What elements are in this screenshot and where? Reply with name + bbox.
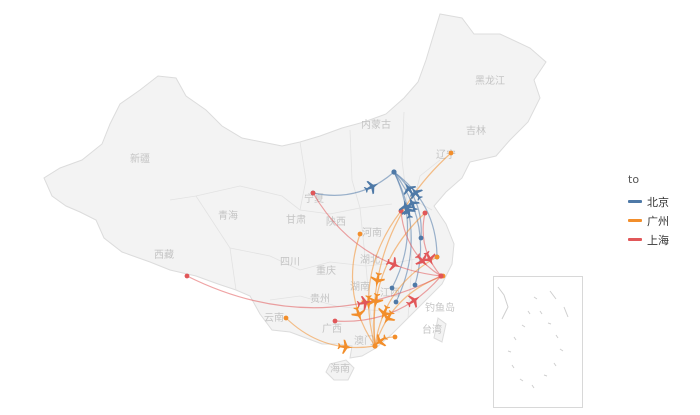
south-china-sea-islands [497,286,569,389]
province-label: 吉林 [466,124,486,137]
plane-icon [374,333,389,347]
flow-source-point [392,334,398,340]
plane-icon [398,200,413,216]
flow-source-point [434,254,440,260]
province-label: 云南 [264,311,284,324]
flow-target-point [372,343,378,349]
flow-source-point [283,315,289,321]
flow-line [312,192,442,277]
legend-swatch-guangzhou [628,219,642,222]
legend-item-beijing[interactable]: 北京 [628,192,669,211]
flow-line [373,212,426,347]
province-label: 四川 [280,257,300,268]
legend-swatch-shanghai [628,238,642,241]
plane-icon [378,304,392,320]
province-label: 台湾 [422,323,442,336]
province-label: 湖北 [360,254,380,266]
flow-source-point [393,299,399,305]
plane-icon [351,305,365,321]
flow-source-point [412,282,418,288]
plane-icon [410,187,423,201]
flow-source-point [448,150,454,156]
province-label: 广西 [322,323,342,335]
province-label: 钓鱼岛 [425,301,455,314]
province-label: 内蒙古 [361,118,391,131]
province-label: 湖南 [350,280,370,293]
plane-icon [403,183,417,197]
flow-target-point [438,273,444,279]
province-borders [169,111,441,349]
flow-line [400,210,442,277]
flow-line [393,171,422,286]
flow-line [368,210,402,347]
plane-icon [363,180,379,195]
legend-item-shanghai[interactable]: 上海 [628,230,669,249]
flow-line [393,171,438,258]
plane-icon [356,296,372,311]
flow-source-point [332,318,338,324]
legend-title: to [628,173,640,186]
province-label: 河南 [362,226,382,239]
taiwan-island [433,317,447,343]
plane-icon [369,292,384,308]
flow-lines [186,152,452,349]
legend: to 北京 广州 上海 [628,173,669,249]
province-label: 西藏 [154,249,174,261]
south-china-sea-inset [493,276,583,408]
flow-planes [337,180,436,354]
plane-icon [405,295,420,308]
legend-swatch-beijing [628,200,642,203]
flow-source-point [389,285,395,291]
province-label: 重庆 [316,264,336,277]
province-label: 甘肃 [286,213,306,226]
legend-label-shanghai: 上海 [647,233,669,247]
china-landmass: 新疆西藏青海内蒙古黑龙江吉林辽宁宁夏甘肃陕西河南湖北重庆四川湖南江西贵州云南广西… [43,13,547,381]
plane-icon [370,272,385,287]
flow-line [391,171,409,289]
flow-source-point [184,273,190,279]
province-label: 黑龙江 [475,74,505,87]
plane-icon [337,339,353,354]
province-label: 贵州 [310,292,330,305]
flow-line [351,233,376,347]
legend-item-guangzhou[interactable]: 广州 [628,211,669,230]
legend-label-beijing: 北京 [647,195,669,209]
province-label: 辽宁 [436,148,456,161]
flow-source-point [422,210,428,216]
plane-icon [401,203,416,219]
flow-line [374,256,438,347]
flow-line [312,171,395,196]
flow-source-point [357,231,363,237]
flow-source-point [310,190,316,196]
plane-icon [382,309,396,324]
province-label: 新疆 [130,152,150,165]
province-label: 海南 [330,362,350,375]
flow-target-point [391,169,397,175]
legend-label-guangzhou: 广州 [647,214,669,228]
flow-line [186,275,442,309]
flow-source-point [418,235,424,241]
plane-icon [406,197,420,212]
flow-line [334,275,442,322]
plane-icon [414,253,427,266]
flow-points [184,150,454,349]
flow-line [285,317,376,349]
hainan-island [325,359,355,381]
plane-icon [385,257,401,271]
province-labels: 新疆西藏青海内蒙古黑龙江吉林辽宁宁夏甘肃陕西河南湖北重庆四川湖南江西贵州云南广西… [130,74,505,375]
china-outline [43,13,547,359]
province-label: 江西 [380,287,400,299]
flow-line [422,212,442,277]
province-label: 青海 [218,209,238,222]
